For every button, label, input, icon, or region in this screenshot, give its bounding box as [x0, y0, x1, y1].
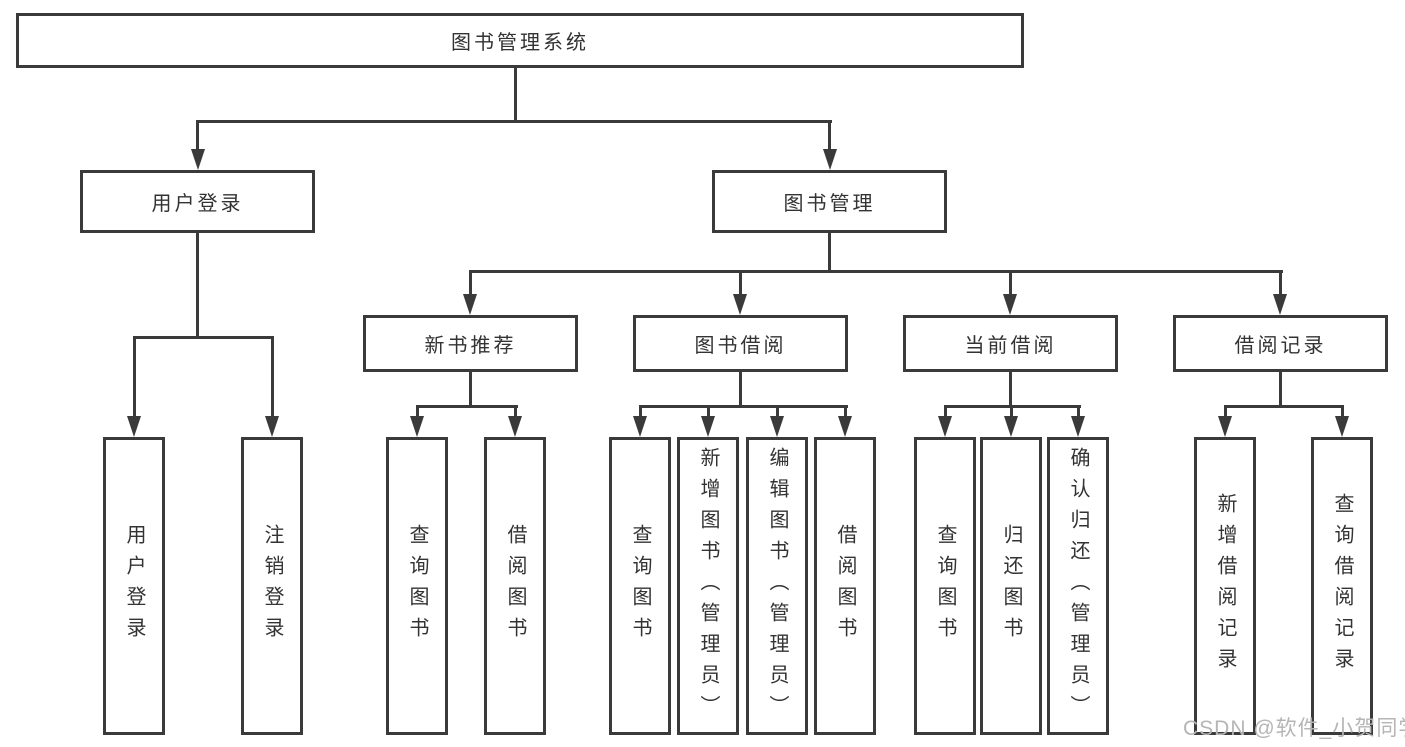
- leaf-borrow-query-books-label: 查询图书: [629, 524, 651, 648]
- node-new-book-recommend-label: 新书推荐: [424, 335, 517, 357]
- arrowhead-down-icon: [508, 416, 522, 437]
- leaf-current-return-books: 归还图书: [980, 437, 1042, 735]
- arrowhead-down-icon: [633, 416, 647, 437]
- connector-line: [1009, 272, 1012, 295]
- leaf-newbooks-query-books-label: 查询图书: [406, 524, 428, 648]
- connector-line: [739, 372, 742, 408]
- node-borrow-records-label: 借阅记录: [1234, 335, 1327, 357]
- connector-line: [1224, 405, 1344, 408]
- leaf-borrow-query-books: 查询图书: [609, 437, 671, 735]
- leaf-borrow-borrow-books-label: 借阅图书: [834, 524, 856, 648]
- arrowhead-down-icon: [1335, 416, 1349, 437]
- arrowhead-down-icon: [127, 416, 141, 437]
- connector-line: [828, 121, 831, 149]
- node-current-borrow-label: 当前借阅: [964, 335, 1057, 357]
- node-current-borrow: 当前借阅: [903, 315, 1118, 372]
- node-borrow-records: 借阅记录: [1173, 315, 1388, 372]
- arrowhead-down-icon: [1071, 416, 1085, 437]
- leaf-records-query-record: 查询借阅记录: [1311, 437, 1373, 735]
- arrowhead-down-icon: [1218, 416, 1232, 437]
- leaf-borrow-edit-books-admin: 编辑图书（管理员）: [746, 437, 808, 735]
- connector-line: [196, 120, 832, 123]
- connector-line: [1279, 372, 1282, 408]
- connector-line: [944, 405, 1081, 408]
- node-root: 图书管理系统: [16, 13, 1024, 68]
- leaf-records-add-record: 新增借阅记录: [1194, 437, 1256, 735]
- connector-line: [196, 121, 199, 149]
- arrowhead-down-icon: [1003, 294, 1017, 315]
- leaf-logout-label: 注销登录: [261, 524, 283, 648]
- leaf-borrow-edit-books-admin-label: 编辑图书（管理员）: [766, 446, 788, 726]
- connector-line: [514, 407, 517, 417]
- leaf-current-confirm-return-admin-label: 确认归还（管理员）: [1067, 446, 1089, 726]
- connector-line: [639, 407, 642, 417]
- arrowhead-down-icon: [463, 294, 477, 315]
- arrowhead-down-icon: [1004, 416, 1018, 437]
- connector-line: [469, 270, 1283, 273]
- leaf-borrow-borrow-books: 借阅图书: [814, 437, 876, 735]
- connector-line: [1010, 407, 1013, 417]
- connector-line: [1341, 407, 1344, 417]
- arrowhead-down-icon: [733, 294, 747, 315]
- leaf-current-query-books-label: 查询图书: [934, 524, 956, 648]
- leaf-borrow-add-books-admin-label: 新增图书（管理员）: [697, 446, 719, 726]
- leaf-records-query-record-label: 查询借阅记录: [1331, 493, 1353, 679]
- connector-line: [639, 405, 848, 408]
- connector-line: [1009, 372, 1012, 408]
- leaf-newbooks-borrow-books: 借阅图书: [484, 437, 546, 735]
- arrowhead-down-icon: [770, 416, 784, 437]
- connector-line: [1279, 272, 1282, 295]
- connector-line: [133, 336, 274, 339]
- node-user-login: 用户登录: [80, 170, 315, 233]
- node-root-label: 图书管理系统: [451, 32, 589, 54]
- connector-line: [469, 272, 472, 295]
- leaf-borrow-add-books-admin: 新增图书（管理员）: [677, 437, 739, 735]
- leaf-user-login-label: 用户登录: [123, 524, 145, 648]
- connector-line: [416, 407, 419, 417]
- leaf-newbooks-borrow-books-label: 借阅图书: [504, 524, 526, 648]
- node-book-borrow-label: 图书借阅: [694, 335, 787, 357]
- connector-line: [707, 407, 710, 417]
- connector-line: [133, 337, 136, 417]
- node-book-borrow: 图书借阅: [633, 315, 848, 372]
- connector-line: [828, 233, 831, 273]
- leaf-user-login: 用户登录: [103, 437, 165, 735]
- leaf-records-add-record-label: 新增借阅记录: [1214, 493, 1236, 679]
- leaf-current-return-books-label: 归还图书: [1000, 524, 1022, 648]
- connector-line: [944, 407, 947, 417]
- arrowhead-down-icon: [823, 149, 837, 170]
- connector-line: [196, 233, 199, 338]
- leaf-current-query-books: 查询图书: [914, 437, 976, 735]
- leaf-newbooks-query-books: 查询图书: [386, 437, 448, 735]
- node-new-book-recommend: 新书推荐: [363, 315, 578, 372]
- arrowhead-down-icon: [701, 416, 715, 437]
- arrowhead-down-icon: [938, 416, 952, 437]
- arrowhead-down-icon: [838, 416, 852, 437]
- arrowhead-down-icon: [191, 149, 205, 170]
- connector-line: [514, 68, 517, 122]
- connector-line: [1224, 407, 1227, 417]
- leaf-logout: 注销登录: [241, 437, 303, 735]
- leaf-current-confirm-return-admin: 确认归还（管理员）: [1047, 437, 1109, 735]
- arrowhead-down-icon: [265, 416, 279, 437]
- connector-line: [844, 407, 847, 417]
- connector-line: [469, 372, 472, 408]
- connector-line: [416, 405, 518, 408]
- node-user-login-label: 用户登录: [151, 193, 244, 215]
- connector-line: [739, 272, 742, 295]
- connector-line: [1077, 407, 1080, 417]
- arrowhead-down-icon: [410, 416, 424, 437]
- arrowhead-down-icon: [1273, 294, 1287, 315]
- connector-line: [271, 337, 274, 417]
- connector-line: [776, 407, 779, 417]
- node-book-management: 图书管理: [712, 170, 947, 233]
- node-book-management-label: 图书管理: [783, 193, 876, 215]
- csdn-watermark: CSDN @软件_小贺同学: [1183, 717, 1405, 740]
